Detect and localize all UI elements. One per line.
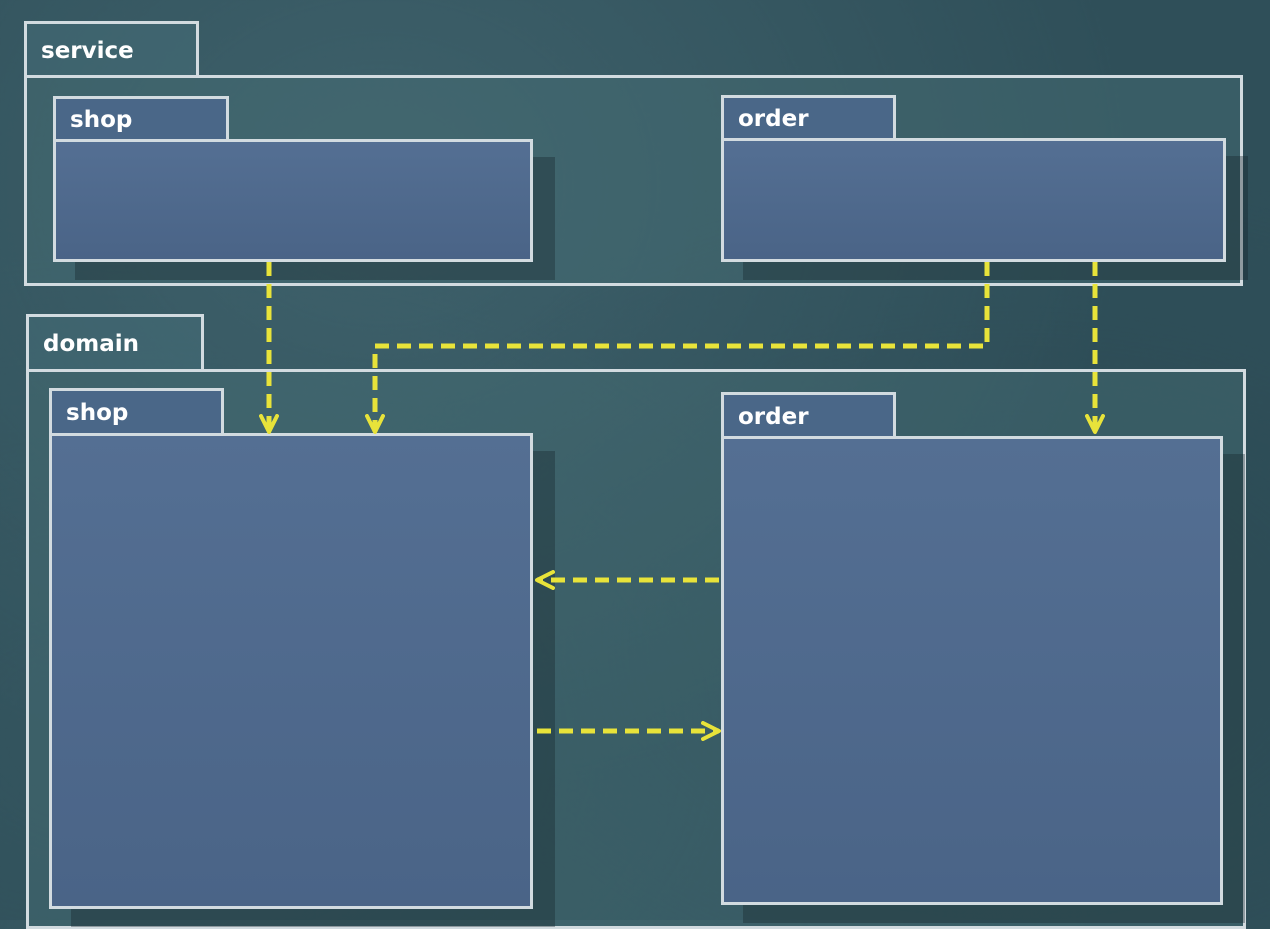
service-shop-tab: shop	[53, 96, 229, 142]
service-order-tab: order	[721, 95, 896, 141]
service-order-package	[721, 138, 1226, 262]
domain-shop-label: shop	[66, 400, 129, 426]
service-shop-package	[53, 139, 533, 262]
domain-shop-tab: shop	[49, 388, 224, 436]
service-package-label: service	[41, 37, 134, 64]
domain-order-tab: order	[721, 392, 896, 439]
domain-package-tab: domain	[26, 314, 204, 372]
service-shop-label: shop	[70, 107, 133, 133]
domain-package-label: domain	[43, 331, 140, 357]
service-package-tab: service	[24, 21, 199, 78]
domain-order-label: order	[738, 403, 809, 430]
service-order-label: order	[738, 106, 809, 132]
arrow-service-order-to-domain-shop	[365, 262, 990, 434]
domain-shop-package	[49, 433, 533, 909]
domain-order-package	[721, 436, 1223, 905]
